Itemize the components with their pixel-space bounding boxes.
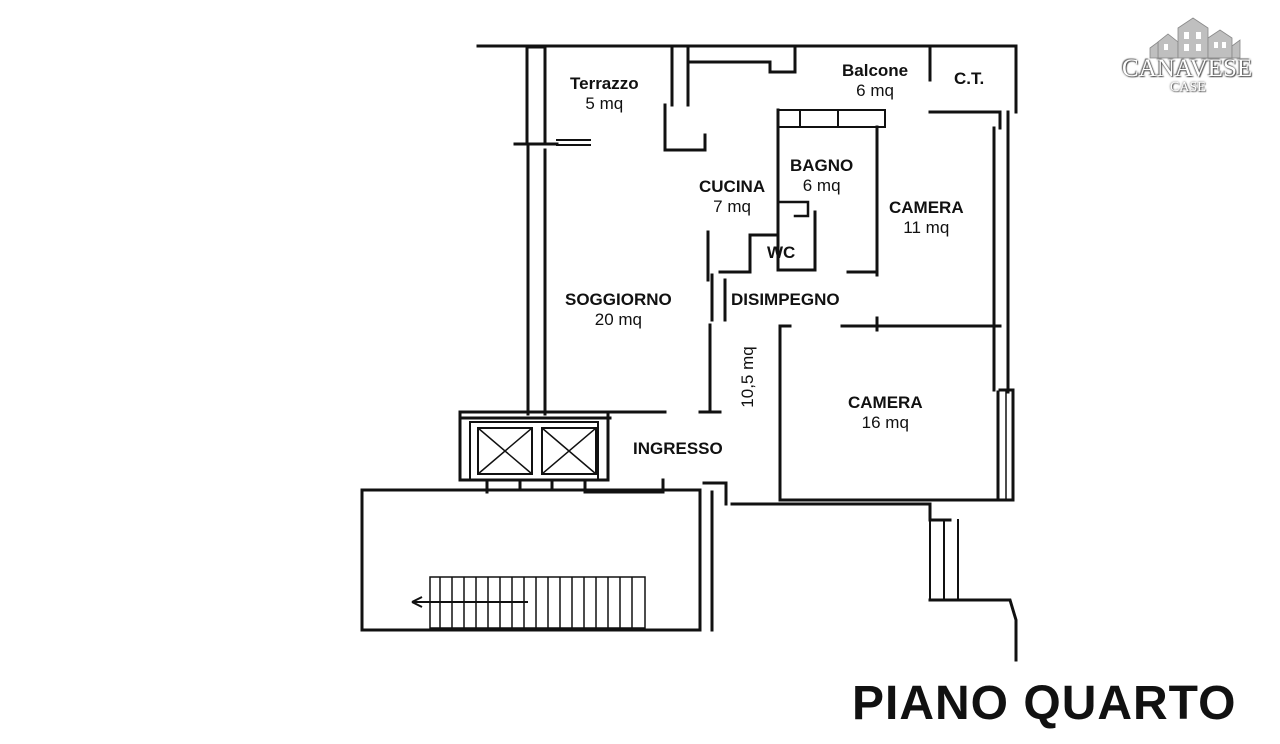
room-name: Balcone	[842, 61, 909, 80]
logo-line1: CANAVESE	[1122, 55, 1253, 82]
room-name: WC	[767, 243, 796, 262]
room-ct: C.T.	[954, 69, 984, 89]
room-name: SOGGIORNO	[565, 290, 672, 309]
room-name: C.T.	[954, 69, 985, 88]
room-name: CAMERA	[889, 198, 964, 217]
room-area: 7 mq	[713, 197, 751, 216]
room-disimpegno: DISIMPEGNO	[731, 290, 840, 310]
room-camera-1: CAMERA 11 mq	[889, 198, 964, 238]
room-area: 11 mq	[903, 218, 950, 237]
room-soggiorno: SOGGIORNO 20 mq	[565, 290, 672, 330]
logo-line2: CASE	[1170, 80, 1206, 95]
room-terrazzo: Terrazzo 5 mq	[570, 74, 639, 114]
room-name: CAMERA	[848, 393, 923, 412]
company-logo: CANAVESE CASE	[1118, 14, 1270, 100]
room-name: Terrazzo	[570, 74, 639, 93]
houses-logo-icon	[1149, 17, 1241, 59]
room-name: BAGNO	[790, 156, 854, 175]
room-name: INGRESSO	[633, 439, 723, 458]
stairs	[411, 576, 646, 629]
room-bagno: BAGNO 6 mq	[790, 156, 853, 196]
room-area: 6 mq	[856, 81, 894, 100]
room-ingresso: INGRESSO	[633, 439, 723, 459]
room-name: CUCINA	[699, 177, 766, 196]
walls	[360, 44, 1018, 662]
room-name: DISIMPEGNO	[731, 290, 840, 309]
room-area: 5 mq	[585, 94, 624, 113]
room-area: 16 mq	[861, 413, 909, 432]
room-wc: WC	[767, 243, 795, 263]
room-area: 6 mq	[802, 176, 841, 195]
room-area: 20 mq	[594, 310, 642, 329]
room-cucina: CUCINA 7 mq	[699, 177, 765, 217]
floor-title: PIANO QUARTO	[852, 677, 1237, 730]
room-disimpegno-area: 10,5 mq	[738, 346, 757, 408]
room-balcone: Balcone 6 mq	[842, 61, 908, 101]
room-camera-2: CAMERA 16 mq	[848, 393, 923, 433]
